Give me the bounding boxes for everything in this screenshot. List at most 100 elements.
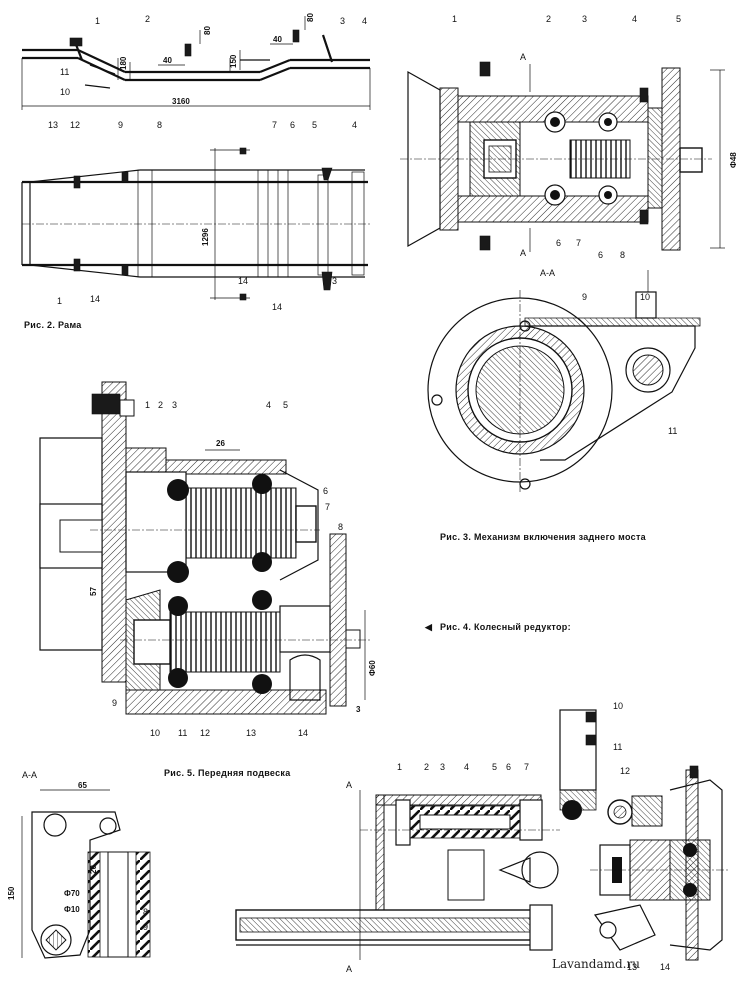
fig3-callout: 2 [546, 14, 551, 24]
fig5-callout: 4 [464, 762, 469, 772]
fig5-section-aa-detail [21, 789, 151, 959]
fig3-caption: Рис. 3. Механизм включения заднего моста [440, 532, 647, 542]
fig4-callout: 8 [338, 522, 343, 532]
fig5-caption: Рис. 5. Передняя подвеска [164, 768, 291, 778]
watermark: Lavandamd.ru [552, 957, 640, 971]
fig4-callout: 6 [323, 486, 328, 496]
fig2-callout: 5 [312, 120, 317, 130]
fig2-callout: 13 [48, 120, 58, 130]
fig3-dimension: Ф48 [729, 152, 738, 168]
fig2-dimension: 180 [119, 56, 128, 70]
fig2-callout: 10 [60, 87, 70, 97]
fig4-callout: 9 [112, 698, 117, 708]
fig2-dimension: 1296 [201, 228, 210, 246]
fig4-dimension: 57 [89, 587, 98, 596]
fig5-callout: 9 [143, 922, 148, 932]
fig2-callout: 11 [60, 67, 69, 77]
fig2-dimension: 40 [273, 35, 282, 44]
fig3-callout: 5 [676, 14, 681, 24]
fig5-callouts: А-А 1 2 3 4 5 6 7 8 9 10 11 12 13 14 65 … [7, 701, 670, 974]
fig4-dimension: 3 [356, 705, 361, 714]
fig2-callouts: 1 2 3 4 10 11 13 12 9 8 7 6 5 4 1 14 14 … [48, 14, 367, 312]
fig2-caption: Рис. 2. Рама [24, 320, 82, 330]
fig2-dimension: 80 [306, 13, 315, 22]
fig3-callout: 7 [576, 238, 581, 248]
fig5-callout: 5 [492, 762, 497, 772]
fig4-callouts: 1 2 3 4 5 6 7 8 9 10 11 12 13 14 26 57 Ф… [89, 400, 377, 738]
fig4-callout: 7 [325, 502, 330, 512]
fig3-callout: 11 [668, 426, 677, 436]
fig5-section-title: А-А [22, 770, 37, 780]
fig4-callout: 12 [200, 728, 210, 738]
fig5-dimension: Ф70 [64, 889, 80, 898]
fig3-callout: 8 [620, 250, 625, 260]
fig5-dimension: Ф10 [64, 905, 80, 914]
fig3-section-view [400, 61, 725, 252]
fig4-wheel-reducer [39, 381, 370, 715]
fig2-callout: 9 [118, 120, 123, 130]
fig3-section-mark: А [520, 248, 526, 258]
fig2-dimension: 80 [203, 26, 212, 35]
fig5-callout: 2 [424, 762, 429, 772]
fig4-dimension: 26 [216, 439, 225, 448]
fig4-callout: 5 [283, 400, 288, 410]
fig2-callout: 6 [290, 120, 295, 130]
fig2-callout: 14 [238, 276, 248, 286]
fig3-rear-axle-mechanism [400, 61, 725, 492]
fig3-callout: 6 [556, 238, 561, 248]
fig2-dimensions: 80 80 180 40 40 150 3160 1296 [119, 13, 315, 246]
fig5-dimension: 20 [89, 865, 98, 874]
fig5-callout: 13 [627, 962, 637, 972]
fig2-callout: 7 [272, 120, 277, 130]
fig5-section-mark: А [346, 780, 352, 790]
fig3-callout: 10 [640, 292, 650, 302]
fig4-callout: 10 [150, 728, 160, 738]
fig2-callout: 4 [352, 120, 357, 130]
fig5-callout: 14 [660, 962, 670, 972]
fig3-section-mark: А [520, 52, 526, 62]
fig2-callout: 14 [90, 294, 100, 304]
fig3-section-aa-view [427, 270, 701, 492]
fig2-callout: 2 [145, 14, 150, 24]
fig2-callout: 12 [70, 120, 80, 130]
fig5-callout: 7 [524, 762, 529, 772]
fig5-callout: 1 [397, 762, 402, 772]
fig3-callout: 4 [632, 14, 637, 24]
fig2-callout: 3 [340, 16, 345, 26]
fig4-pointer-icon: ◀ [424, 622, 433, 632]
fig4-callout: 11 [178, 728, 187, 738]
fig4-dimension: Ф60 [368, 660, 377, 676]
fig2-dimension: 40 [163, 56, 172, 65]
fig4-callout: 4 [266, 400, 271, 410]
fig2-dimension: 150 [229, 54, 238, 68]
fig4-callout: 14 [298, 728, 308, 738]
fig5-main-view [235, 790, 560, 960]
fig5-callout: 11 [613, 742, 622, 752]
fig2-callout: 4 [362, 16, 367, 26]
fig2-frame-drawing [21, 16, 371, 301]
fig5-callout: 12 [620, 766, 630, 776]
fig3-callouts: 1 2 3 4 5 6 7 6 8 9 10 11 Ф48 А А А-А [452, 14, 738, 436]
fig5-callout: 3 [440, 762, 445, 772]
fig2-callout: 1 [57, 296, 62, 306]
fig3-callout: 9 [582, 292, 587, 302]
fig5-dimension: 65 [78, 781, 87, 790]
fig4-callout: 2 [158, 400, 163, 410]
frame-side-view [21, 16, 371, 110]
fig3-callout: 1 [452, 14, 457, 24]
fig2-callout: 1 [95, 16, 100, 26]
fig5-section-mark: А [346, 964, 352, 974]
fig3-section-title: А-А [540, 268, 555, 278]
fig4-callout: 1 [145, 400, 150, 410]
fig5-steering-knuckle [559, 709, 730, 961]
fig2-dimension: 3160 [172, 97, 190, 106]
fig5-dimension: 150 [7, 886, 16, 900]
fig4-caption: Рис. 4. Колесный редуктор: [440, 622, 571, 632]
fig2-callout: 14 [272, 302, 282, 312]
fig3-callout: 6 [598, 250, 603, 260]
fig4-callout: 13 [246, 728, 256, 738]
frame-plan-view [21, 147, 370, 301]
fig3-callout: 3 [582, 14, 587, 24]
fig5-callout: 8 [143, 907, 148, 917]
